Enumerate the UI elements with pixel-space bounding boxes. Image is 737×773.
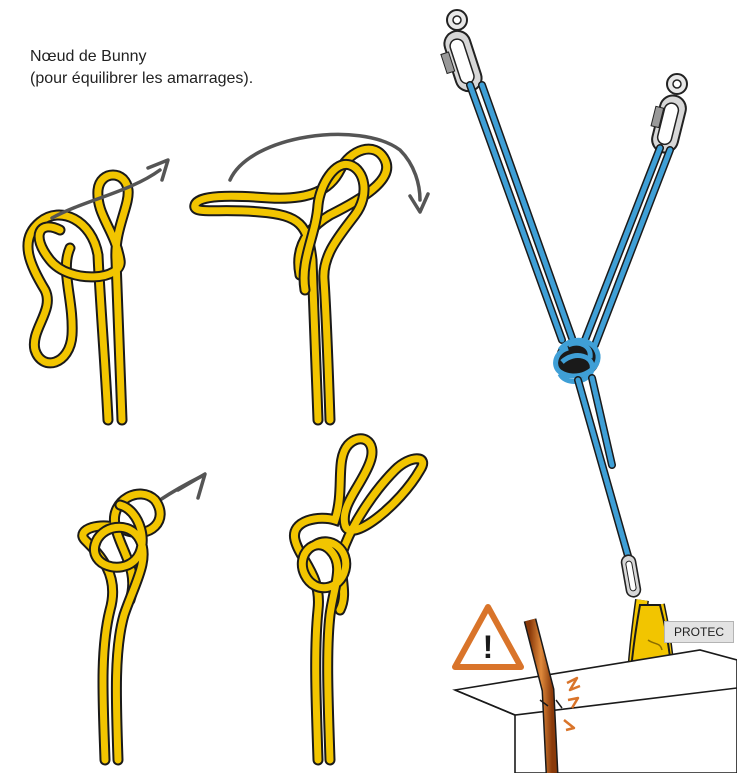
knot-step-4 bbox=[294, 439, 422, 760]
carabiner-icon bbox=[649, 93, 688, 156]
caption: Nœud de Bunny (pour équilibrer les amarr… bbox=[30, 46, 253, 90]
anchor-ring-icon bbox=[667, 74, 687, 94]
protector-label: PROTEC bbox=[664, 621, 734, 643]
knot-step-1 bbox=[28, 160, 168, 420]
knot-step-2 bbox=[195, 134, 428, 420]
warning-exclamation: ! bbox=[483, 629, 494, 665]
caption-subtitle: (pour équilibrer les amarrages). bbox=[30, 68, 253, 90]
carabiner-icon bbox=[620, 554, 641, 598]
warning-icon: ! bbox=[455, 607, 521, 667]
caption-title: Nœud de Bunny bbox=[30, 46, 253, 68]
anchor-ring-icon bbox=[447, 10, 467, 30]
knot-step-3 bbox=[83, 474, 205, 760]
